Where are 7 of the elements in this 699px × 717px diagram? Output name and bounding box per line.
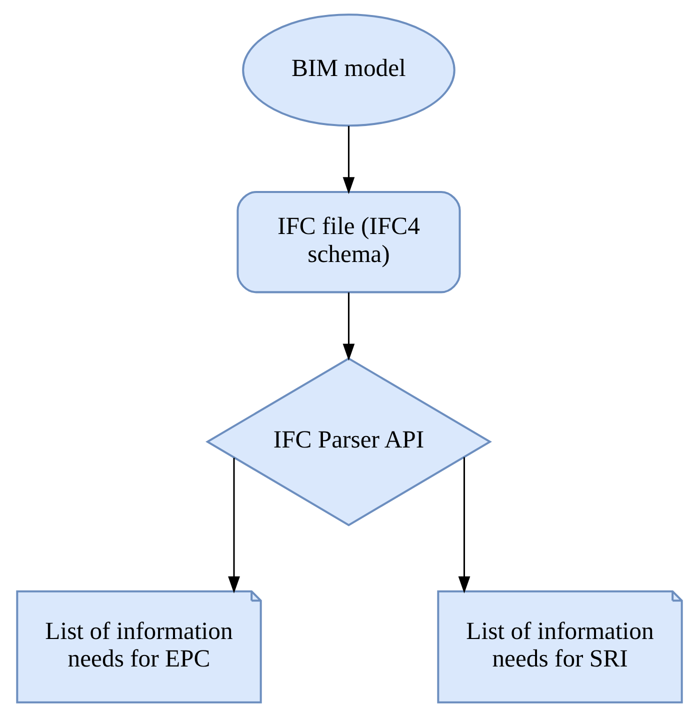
arrow bbox=[458, 457, 470, 594]
arrow bbox=[342, 292, 355, 361]
node-ellipse: BIM model bbox=[242, 14, 456, 127]
node-box: IFC file (IFC4 schema) bbox=[236, 190, 461, 294]
arrow bbox=[342, 126, 355, 194]
node-diamond: IFC Parser API bbox=[206, 357, 492, 526]
arrow bbox=[228, 458, 240, 594]
